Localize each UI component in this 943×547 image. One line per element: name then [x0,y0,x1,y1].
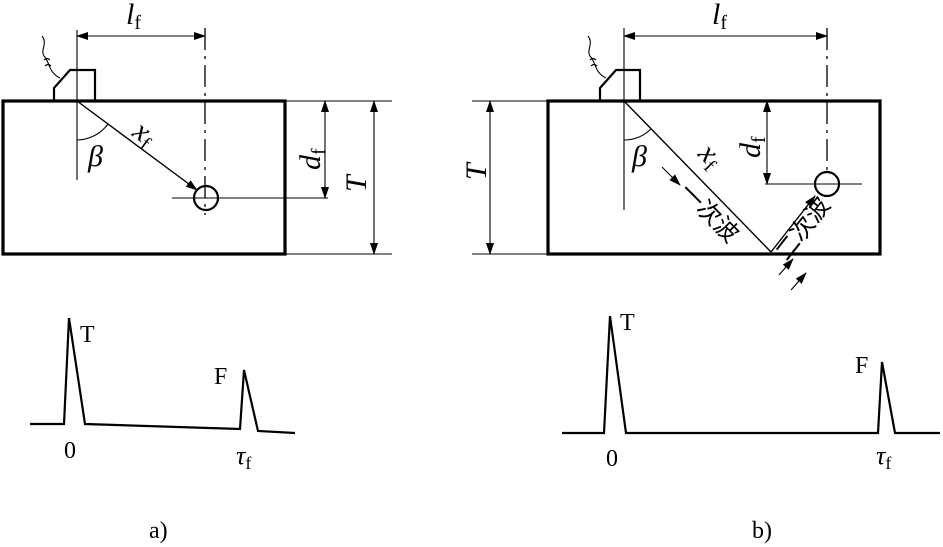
xf-label-b: xf [689,136,730,177]
tau-label-b: τf [876,441,891,473]
df-label-a: df [294,148,330,170]
second-leg-beam-b [770,195,816,253]
beta-arc-b [623,128,652,141]
probe-a [52,68,97,101]
echo-waveform-b [562,315,940,435]
xf-label-a: xf [124,113,162,155]
caption-a: a) [149,518,168,544]
beta-label-b: β [631,140,647,173]
beta-label-a: β [87,140,103,173]
panel-a: lf xf β df T T F 0 τf a) [1,0,392,544]
probe-cable-b [587,35,607,79]
first-leg-beam-b [623,100,772,253]
echo-waveform-a [30,317,296,435]
probe-b [598,68,642,101]
flaw-echo-label-a: F [214,364,227,390]
tau-label-a: τf [236,441,251,473]
workpiece-block-a [1,99,287,256]
cable-coil-a [43,57,52,67]
second-wave-arrow-1-b [778,258,794,276]
panel-b: lf df T xf β 一次波 二次波 T F 0 τf b) [460,0,940,544]
zero-label-a: 0 [64,438,76,464]
first-wave-arrow-b [661,166,681,186]
flaw-hole-b [813,170,841,198]
flaw-hole-a [192,184,220,212]
beam-path-a [76,100,198,191]
cable-coil-b [589,57,598,67]
initial-pulse-label-a: T [80,322,95,348]
zero-label-b: 0 [606,446,618,472]
thickness-label-a: T [340,173,373,192]
second-wave-arrow-2-b [790,272,807,291]
flaw-echo-label-b: F [855,353,868,379]
df-label-b: df [734,136,770,158]
beta-arc-a [76,123,109,141]
workpiece-block-b [546,99,882,256]
caption-b: b) [752,518,772,544]
thickness-label-b: T [460,161,493,180]
probe-cable-a [41,35,61,79]
lf-label-b: lf [712,0,727,34]
initial-pulse-label-b: T [620,310,635,336]
lf-label-a: lf [126,0,141,34]
